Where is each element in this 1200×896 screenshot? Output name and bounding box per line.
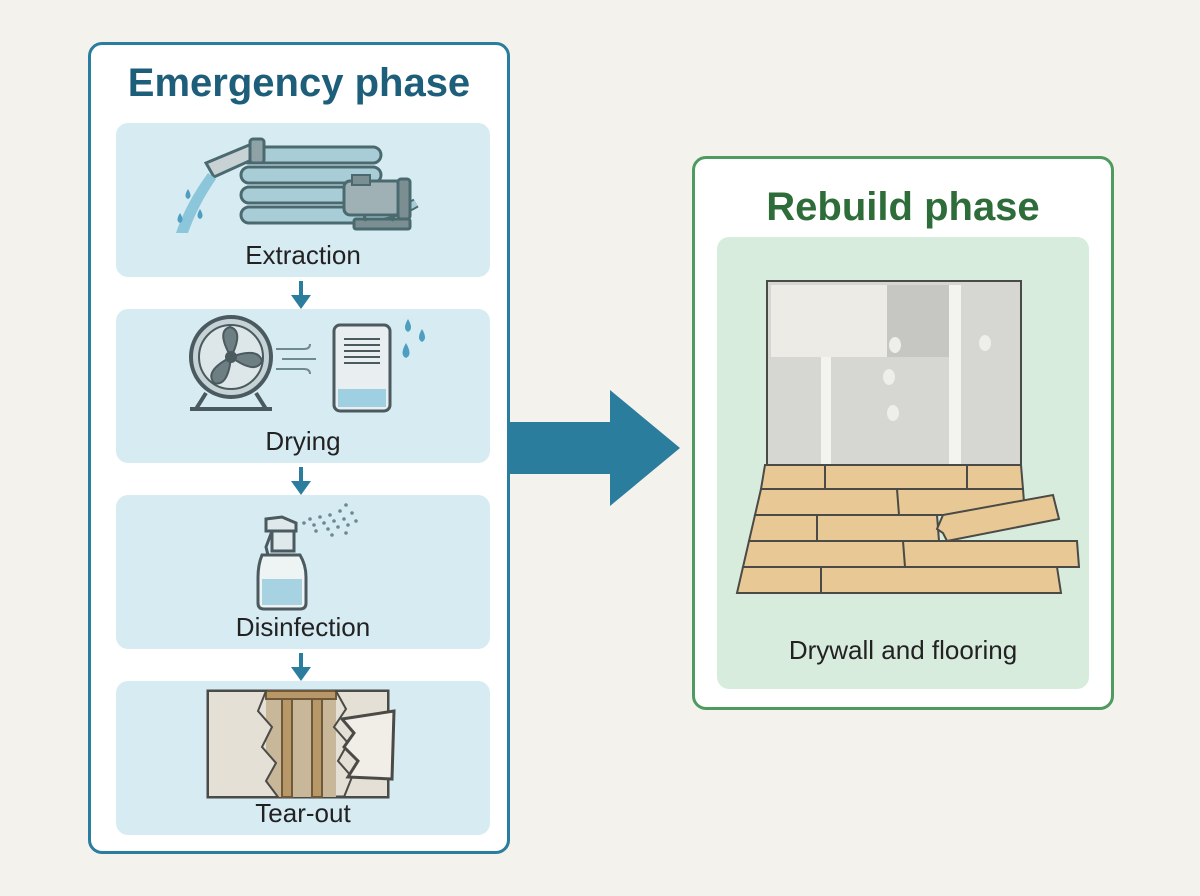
drying-label: Drying: [265, 426, 341, 456]
extraction-step: Extraction: [116, 123, 490, 277]
rebuild-phase-panel: Rebuild phase: [692, 156, 1114, 710]
torn-drywall-icon: [206, 689, 396, 799]
extraction-label: Extraction: [245, 240, 361, 270]
spray-bottle-icon: [256, 503, 358, 611]
fan-dehumidifier-icon: [189, 315, 425, 413]
tear-out-step: Tear-out: [116, 681, 490, 835]
tear-out-label: Tear-out: [255, 798, 351, 828]
water-pump-hose-icon: [176, 137, 419, 233]
phase-transition-arrow: [510, 390, 680, 506]
emergency-phase-title: Emergency phase: [127, 61, 471, 105]
emergency-phase-panel: Emergency phase: [88, 42, 510, 854]
drywall-flooring-icon: [735, 280, 1081, 594]
down-arrow-icon: [291, 281, 311, 309]
disinfection-label: Disinfection: [235, 612, 371, 642]
disinfection-step: Disinfection: [116, 495, 490, 649]
drying-step: Drying: [116, 309, 490, 463]
drywall-flooring-step: Drywall and flooring: [717, 237, 1089, 689]
drywall-flooring-label: Drywall and flooring: [788, 635, 1018, 665]
rebuild-phase-title: Rebuild phase: [766, 185, 1040, 229]
down-arrow-icon: [291, 653, 311, 681]
down-arrow-icon: [291, 467, 311, 495]
